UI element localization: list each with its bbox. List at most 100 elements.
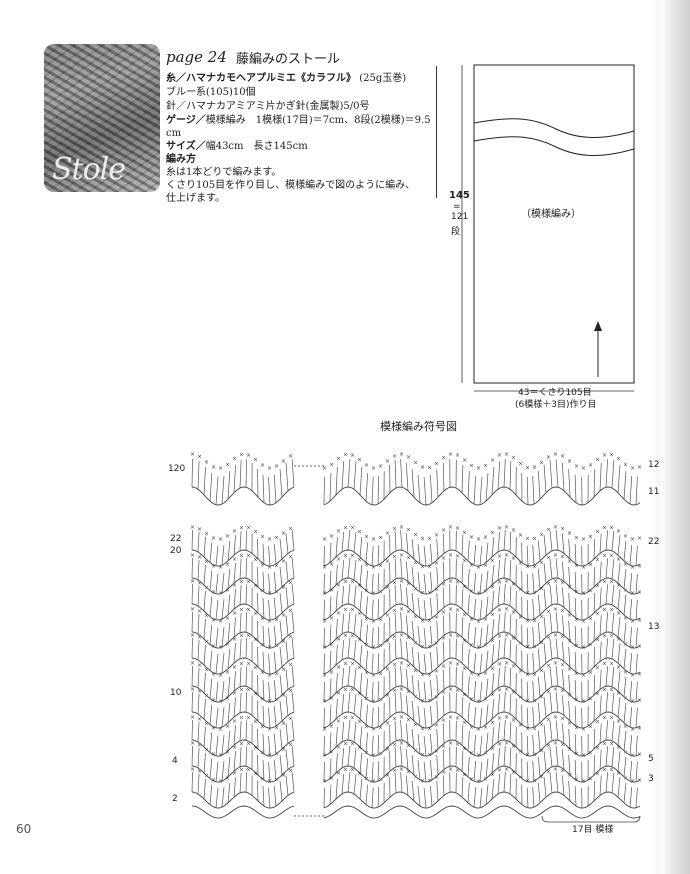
row-label-right-22: 22	[648, 537, 659, 547]
dc-stitch	[617, 671, 621, 692]
dc-stitch	[233, 617, 236, 638]
dc-stitch	[268, 761, 271, 783]
sc-row: ×	[225, 615, 230, 622]
sc-row: ×	[246, 741, 251, 748]
dc-stitch	[561, 615, 565, 636]
dc-stitch	[574, 625, 577, 647]
dc-stitch	[430, 785, 433, 807]
dc-stitch	[543, 589, 547, 610]
dc-stitch	[503, 557, 506, 579]
dc-stitch	[543, 563, 547, 584]
sc-row: ×	[288, 526, 293, 533]
sc-row: ×	[560, 580, 565, 587]
dc-stitch	[371, 573, 374, 594]
sc-row: ×	[567, 530, 572, 537]
sc-row: ×	[385, 692, 390, 699]
sc-row: ×	[225, 695, 230, 702]
gauge-line: ゲージ／模様編み 1模様(17目)＝7cm、8段(2模様)＝9.5	[166, 114, 431, 128]
top-sc-row: ×	[329, 461, 334, 468]
sc-row: ×	[281, 666, 286, 673]
dc-stitch	[436, 620, 439, 641]
dc-stitch	[239, 638, 242, 659]
sc-row: ×	[567, 746, 572, 753]
dc-stitch	[617, 697, 621, 718]
dc-stitch	[411, 538, 415, 559]
sc-row: ×	[560, 742, 565, 749]
sc-row: ×	[616, 718, 621, 725]
dc-stitch	[329, 784, 332, 805]
dc-stitch	[430, 733, 433, 755]
sc-row: ×	[532, 751, 537, 758]
dc-stitch	[635, 761, 638, 782]
sc-row: ×	[253, 611, 258, 618]
dc-stitch	[347, 719, 351, 741]
sc-row: ×	[413, 773, 418, 780]
sc-row: ×	[588, 587, 593, 594]
dc-stitch	[341, 747, 345, 769]
row-label-right-13: 13	[648, 622, 659, 632]
sc-row: ×	[497, 525, 502, 532]
dc-stitch	[279, 566, 283, 587]
dc-stitch	[405, 695, 409, 716]
sc-row: ×	[483, 562, 488, 569]
dc-stitch	[526, 735, 529, 756]
dc-stitch	[543, 671, 547, 692]
dc-stitch	[239, 772, 242, 793]
dc-stitch	[279, 728, 283, 749]
sc-row: ×	[413, 721, 418, 728]
sc-row: ×	[616, 610, 621, 617]
sc-row: ×	[490, 691, 495, 698]
sc-row: ×	[343, 552, 348, 559]
sc-row: ×	[420, 563, 425, 570]
dc-stitch	[599, 749, 602, 770]
sc-row: ×	[637, 697, 642, 704]
dc-stitch	[353, 667, 357, 689]
sc-row: ×	[322, 644, 327, 651]
sc-row: ×	[232, 744, 237, 751]
sc-row: ×	[539, 773, 544, 780]
sc-row: ×	[539, 531, 544, 538]
top-sc-row: ×	[371, 465, 376, 472]
dc-stitch	[430, 759, 433, 781]
gauge-cont: cm	[166, 128, 182, 139]
dc-stitch	[568, 566, 571, 587]
sc-row: ×	[204, 693, 209, 700]
dc-stitch	[442, 561, 445, 582]
sc-row: ×	[553, 714, 558, 721]
dc-stitch	[479, 735, 483, 756]
top-sc-row: ×	[350, 452, 355, 459]
dc-stitch	[561, 695, 565, 716]
dc-stitch	[394, 746, 397, 767]
repeat-bracket	[541, 815, 641, 823]
sc-row: ×	[441, 663, 446, 670]
dc-stitch	[561, 669, 565, 690]
sc-row: ×	[476, 752, 481, 759]
dc-stitch	[377, 653, 380, 674]
dc-stitch	[461, 563, 464, 584]
sc-row: ×	[336, 610, 341, 617]
sc-row: ×	[336, 528, 341, 535]
dc-stitch	[611, 720, 615, 741]
sc-row: ×	[253, 771, 258, 778]
dc-stitch	[191, 637, 193, 659]
dc-stitch	[485, 758, 489, 779]
dc-stitch	[623, 622, 627, 643]
sc-row: ×	[378, 724, 383, 731]
sc-row: ×	[532, 563, 537, 570]
dc-stitch	[491, 565, 495, 586]
sc-row: ×	[483, 696, 488, 703]
sc-row: ×	[455, 767, 460, 774]
sc-row: ×	[518, 614, 523, 621]
sc-row: ×	[511, 527, 516, 534]
sc-row: ×	[364, 669, 369, 676]
sc-row: ×	[343, 714, 348, 721]
dc-stitch	[394, 666, 397, 687]
dc-stitch	[262, 597, 265, 619]
dc-stitch	[461, 725, 464, 746]
wave-line	[323, 685, 641, 703]
sc-row: ×	[567, 772, 572, 779]
dc-stitch	[485, 784, 489, 805]
sc-row: ×	[267, 752, 272, 759]
dc-stitch	[491, 753, 495, 774]
dc-stitch	[561, 749, 565, 770]
